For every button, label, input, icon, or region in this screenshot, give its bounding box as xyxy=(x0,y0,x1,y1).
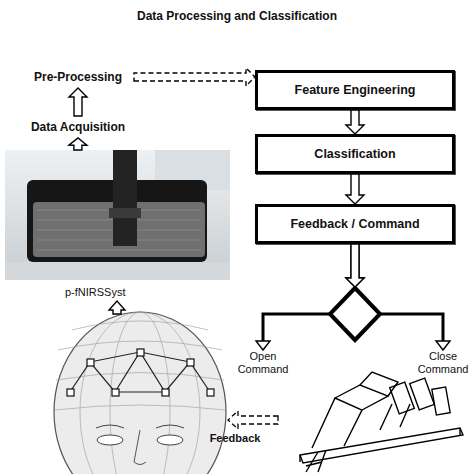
command-node-text: Close Command xyxy=(412,350,474,376)
step-text-text: Pre-Processing xyxy=(34,70,122,84)
process-box: Classification xyxy=(255,134,455,174)
arrow-head xyxy=(436,341,450,350)
command-node: Close Command xyxy=(412,350,474,382)
block-arrow xyxy=(134,68,255,86)
feedback-label: Feedback xyxy=(198,432,272,448)
connector-trunk xyxy=(346,244,364,287)
process-box: Feature Engineering xyxy=(255,70,455,110)
head-illustration xyxy=(54,312,226,474)
block-arrow xyxy=(346,110,364,134)
arrow-head xyxy=(256,341,270,350)
flow-connector xyxy=(69,138,87,150)
device-node-text: p-fNIRSSyst xyxy=(65,286,126,298)
diagram-title: Data Processing and Classification xyxy=(0,9,474,27)
eyebrow xyxy=(96,425,184,428)
actuator-sketch xyxy=(300,372,463,472)
eye xyxy=(97,435,123,445)
command-node-text: Open Command xyxy=(232,350,294,376)
photo-table xyxy=(5,262,230,280)
flow-connector xyxy=(256,244,364,350)
device-node: p-fNIRSSyst xyxy=(5,150,230,298)
flow-connector xyxy=(346,244,450,350)
flow-connector xyxy=(69,88,87,116)
step-text-text: Data Acquisition xyxy=(31,120,125,134)
step-text: Pre-Processing xyxy=(22,66,134,88)
block-arrow xyxy=(69,88,87,116)
flow-arrow xyxy=(109,301,125,314)
optodes xyxy=(67,349,214,396)
block-arrow xyxy=(69,138,87,150)
process-box-text: Feedback / Command xyxy=(290,217,419,231)
flow-connector xyxy=(134,68,255,86)
head-mesh xyxy=(55,321,225,410)
connector-line xyxy=(263,314,330,341)
head-mesh xyxy=(80,312,200,474)
photo-background xyxy=(5,150,230,280)
feedback-arrow xyxy=(228,411,278,429)
head-mesh xyxy=(110,312,170,474)
connector-trunk xyxy=(346,244,364,287)
device-strap xyxy=(113,150,137,246)
eye xyxy=(157,435,183,445)
flow-connector xyxy=(346,174,364,204)
process-box-text: Classification xyxy=(314,147,395,161)
device-photo xyxy=(5,150,230,280)
process-box-text: Feature Engineering xyxy=(295,83,416,97)
flow-connector xyxy=(346,110,364,134)
command-node: Open Command xyxy=(232,350,294,382)
head-outline xyxy=(54,312,226,474)
process-box: Feedback / Command xyxy=(255,204,455,244)
block-arrow xyxy=(346,174,364,204)
connector-line xyxy=(380,314,443,341)
nose xyxy=(134,430,146,465)
strap-buckle xyxy=(109,208,141,218)
step-text: Data Acquisition xyxy=(18,116,138,138)
optode-links xyxy=(70,352,210,392)
decision-diamond xyxy=(330,288,380,340)
